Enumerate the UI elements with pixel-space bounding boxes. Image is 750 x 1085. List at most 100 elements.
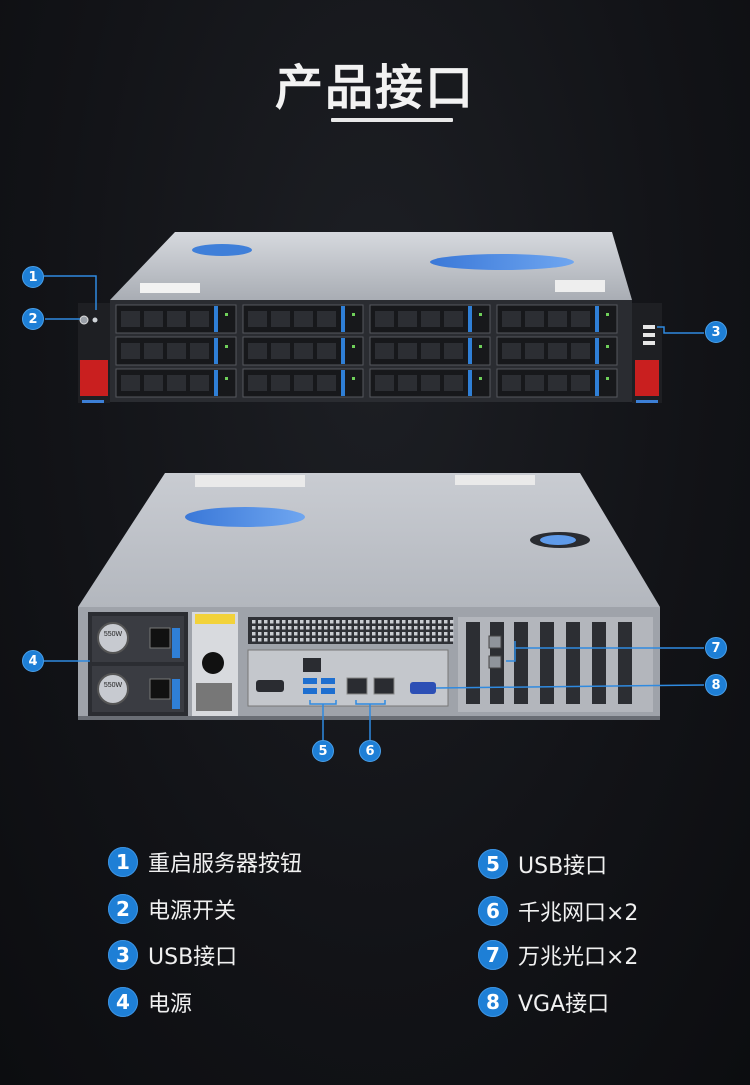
product-illustration: 550W 550W [22, 232, 727, 762]
vent-hole [306, 626, 310, 630]
vent-hole [432, 638, 436, 642]
gigabit-lan-port-2-icon [373, 677, 395, 695]
drive-bay-vent [248, 375, 267, 391]
legend-num-8: 8 [478, 987, 508, 1017]
vent-hole [432, 626, 436, 630]
vent-hole [420, 638, 424, 642]
front-right-ear-red-strip [635, 360, 659, 396]
vent-hole [252, 638, 256, 642]
title-underline [331, 118, 453, 122]
vent-hole [378, 638, 382, 642]
vent-hole [258, 632, 262, 636]
drive-bay-latch [468, 306, 472, 332]
vga-port-icon [410, 682, 436, 694]
vent-hole [330, 638, 334, 642]
vent-hole [432, 632, 436, 636]
vent-hole [444, 626, 448, 630]
psu-1-socket-icon [149, 627, 171, 649]
front-left-ear-red-strip [80, 360, 108, 396]
vent-hole [330, 632, 334, 636]
legend-item-4: 4 电源 [108, 985, 192, 1019]
leader-line-1 [44, 275, 97, 310]
vent-hole [264, 638, 268, 642]
legend-num-2: 2 [108, 894, 138, 924]
vent-hole [258, 626, 262, 630]
legend-item-7: 7 万兆光口×2 [478, 938, 638, 972]
drive-bay-led [225, 377, 228, 380]
vent-hole [294, 620, 298, 624]
vent-hole [402, 620, 406, 624]
drive-bay-vent [548, 375, 567, 391]
drive-bay-vent [398, 311, 417, 327]
optional-module-vent [196, 683, 232, 711]
callout-7: 7 [705, 637, 727, 659]
callout-5: 5 [312, 740, 334, 762]
rear-server: 550W 550W [78, 473, 660, 720]
legend-label-3: USB接口 [148, 945, 238, 970]
vent-hole [384, 626, 388, 630]
vent-hole [378, 632, 382, 636]
vent-hole [348, 620, 352, 624]
vent-hole [360, 620, 364, 624]
vent-hole [252, 632, 256, 636]
vent-hole [450, 620, 454, 624]
drive-bay-led [479, 313, 482, 316]
optional-module-label [195, 614, 235, 624]
drive-bay-vent [271, 343, 290, 359]
vent-hole [270, 638, 274, 642]
drive-bay-latch [595, 370, 599, 396]
pcie-slot-1 [466, 622, 480, 704]
vent-hole [270, 632, 274, 636]
vent-hole [300, 632, 304, 636]
legend-label-7: 万兆光口×2 [518, 945, 639, 970]
drive-bay-latch [341, 306, 345, 332]
vent-hole [312, 632, 316, 636]
drive-bay-vent [548, 343, 567, 359]
drive-bay-vent [375, 343, 394, 359]
vent-hole [444, 638, 448, 642]
front-left-ear-blue-tab [82, 400, 104, 403]
psu-1-fan-icon [97, 622, 129, 654]
vent-hole [294, 632, 298, 636]
vent-hole [390, 620, 394, 624]
vent-hole [288, 620, 292, 624]
vent-hole [438, 638, 442, 642]
vent-hole [336, 632, 340, 636]
front-usb-port-3 [643, 341, 655, 345]
vent-hole [330, 626, 334, 630]
power-button-icon [92, 317, 98, 323]
drive-bay-latch [214, 338, 218, 364]
vent-hole [300, 620, 304, 624]
vent-hole [378, 620, 382, 624]
drive-bay-vent [294, 343, 313, 359]
vent-hole [342, 632, 346, 636]
pcie-slot-4 [540, 622, 554, 704]
drive-bay-vent [294, 311, 313, 327]
vent-hole [360, 638, 364, 642]
vent-hole [336, 638, 340, 642]
drive-bay-vent [317, 311, 336, 327]
drive-bay-vent [271, 311, 290, 327]
drive-bay-latch [214, 306, 218, 332]
drive-bay-vent [502, 343, 521, 359]
callout-2: 2 [22, 308, 44, 330]
legend-label-6: 千兆网口×2 [518, 901, 639, 926]
drive-bay-vent [548, 311, 567, 327]
vent-hole [390, 638, 394, 642]
vent-hole [270, 620, 274, 624]
rear-lid-logo-oval [185, 507, 305, 527]
vent-hole [438, 632, 442, 636]
vent-hole [258, 620, 262, 624]
vent-hole [288, 632, 292, 636]
lid-logo-oval [430, 254, 574, 270]
legend-item-2: 2 电源开关 [108, 892, 236, 926]
legend-item-1: 1 重启服务器按钮 [108, 845, 302, 879]
serial-port-icon [256, 680, 284, 692]
rear-lid-sticker-inner [540, 535, 576, 545]
vent-hole [318, 632, 322, 636]
drive-bay-vent [294, 375, 313, 391]
drive-bay-latch [595, 338, 599, 364]
drive-bays [115, 304, 618, 398]
drive-bay-vent [317, 343, 336, 359]
vent-hole [402, 638, 406, 642]
